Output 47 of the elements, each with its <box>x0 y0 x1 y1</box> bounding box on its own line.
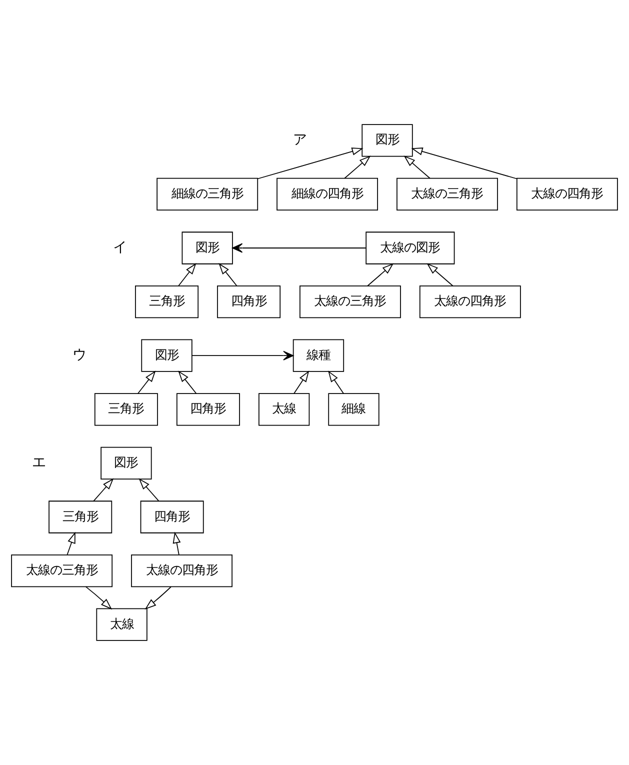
node-box: 図形 <box>182 232 233 264</box>
arrow <box>178 263 196 286</box>
node-box: 太線の四角形 <box>516 178 618 211</box>
label: ア <box>292 132 307 148</box>
node-box: 図形 <box>141 339 192 372</box>
arrow <box>85 586 112 610</box>
node-box: 細線 <box>328 393 380 426</box>
node-box: 図形 <box>362 124 413 157</box>
label: イ <box>113 239 128 256</box>
node-box: 細線の四角形 <box>276 178 378 211</box>
arrow <box>344 156 371 179</box>
node-box: 太線 <box>258 393 310 426</box>
node-box: 三角形 <box>135 285 199 318</box>
node-box: 三角形 <box>48 500 112 534</box>
arrow <box>172 532 181 556</box>
arrow <box>328 370 344 394</box>
arrow <box>178 370 197 394</box>
node-box: 線種 <box>292 339 344 372</box>
arrow <box>144 586 172 610</box>
arrow <box>192 350 294 360</box>
arrow <box>294 370 310 394</box>
node-box: 太線 <box>96 608 148 641</box>
node-box: 四角形 <box>176 393 240 426</box>
arrow <box>257 148 364 180</box>
node-box: 太線の図形 <box>366 232 455 264</box>
node-box: 太線の四角形 <box>419 285 521 318</box>
label: エ <box>32 454 46 471</box>
node-box: 太線の四角形 <box>131 554 232 588</box>
node-box: 太線の三角形 <box>11 554 113 588</box>
node-box: 太線の三角形 <box>300 285 401 318</box>
arrow <box>367 263 394 286</box>
node-box: 三角形 <box>94 393 158 426</box>
arrow <box>232 243 366 253</box>
node-box: 四角形 <box>217 285 281 318</box>
arrow <box>138 370 156 394</box>
arrow <box>138 478 160 502</box>
node-box: 太線の三角形 <box>396 178 498 211</box>
arrow <box>411 148 518 180</box>
arrow <box>93 478 114 502</box>
arrow <box>66 532 76 556</box>
arrow <box>426 263 454 286</box>
arrow <box>404 156 430 179</box>
label: ウ <box>72 346 86 363</box>
arrow <box>218 263 238 286</box>
node-box: 図形 <box>100 446 152 480</box>
node-box: 細線の三角形 <box>156 178 258 211</box>
node-box: 四角形 <box>140 500 204 534</box>
